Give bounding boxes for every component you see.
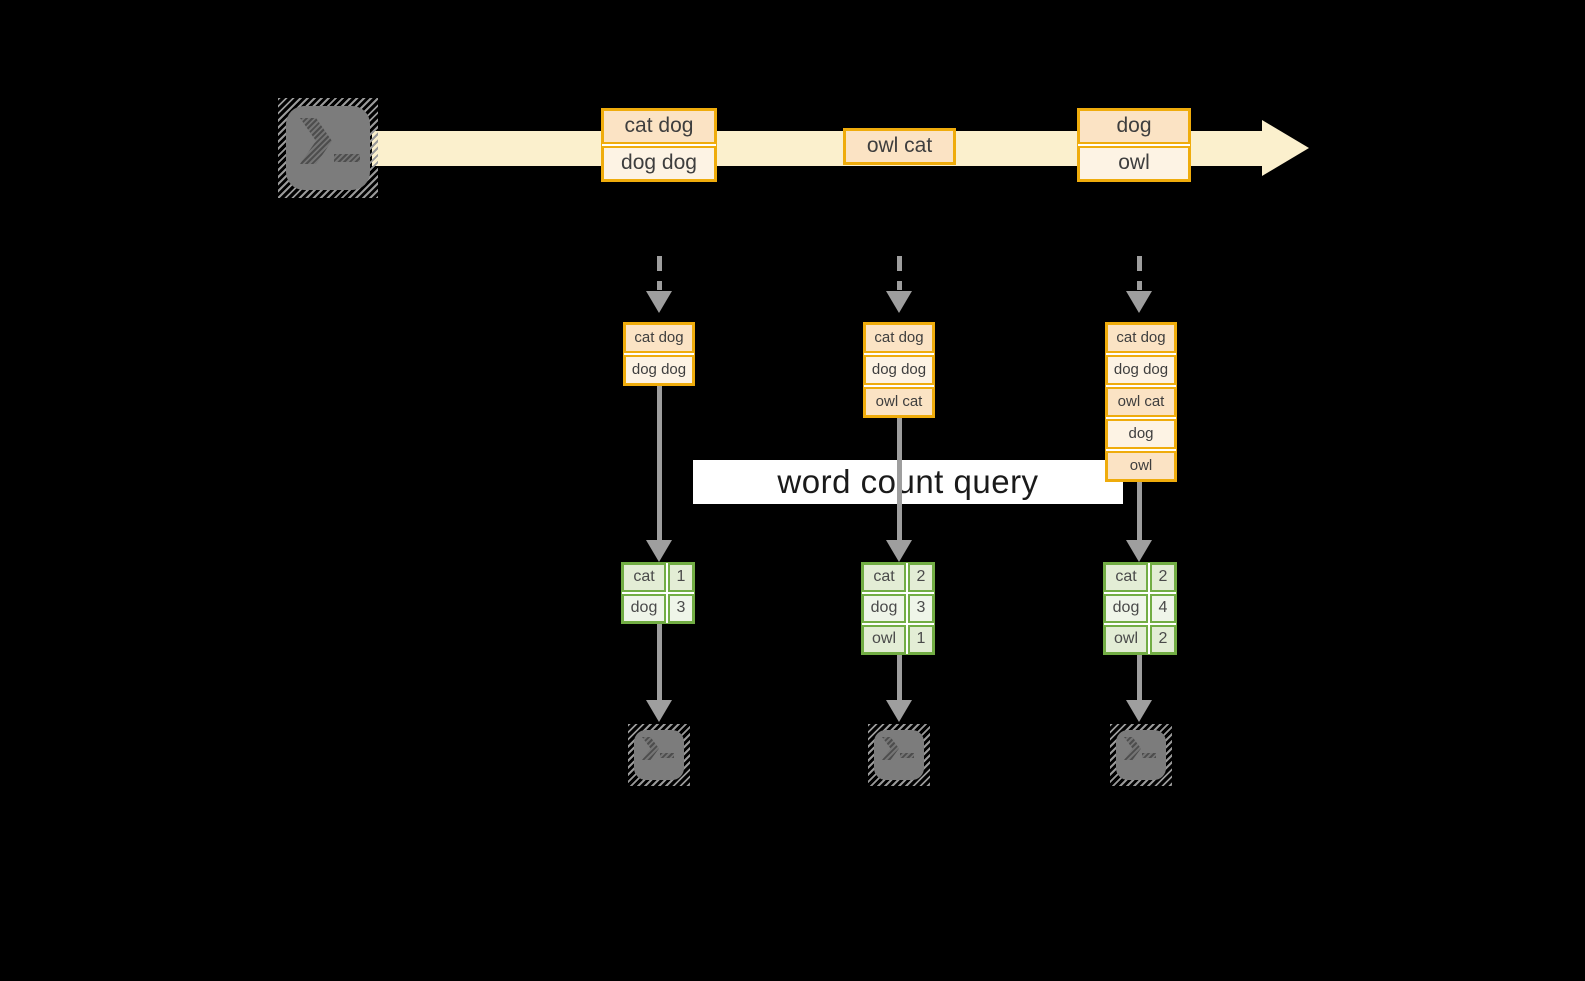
- ingest-arrow-dashed: [1137, 256, 1142, 290]
- query-label-band: word count query: [693, 460, 1123, 504]
- prompt-chevron-icon: [882, 737, 899, 760]
- message-buffer-stack: cat dog dog dog owl cat dog owl: [1105, 322, 1177, 482]
- sink-terminal-icon: [628, 724, 690, 786]
- stream-message-box: cat dog dog dog: [601, 108, 717, 182]
- word-cell: cat: [622, 563, 666, 592]
- message-cell: owl cat: [844, 129, 955, 164]
- prompt-chevron-icon: [300, 118, 332, 164]
- message-buffer-stack: cat dog dog dog: [623, 322, 695, 386]
- arrowhead-icon: [1126, 291, 1152, 313]
- sink-connector: [897, 655, 902, 700]
- message-cell: cat dog: [602, 109, 716, 144]
- stream-message-box: dog owl: [1077, 108, 1191, 182]
- message-buffer-stack: cat dog dog dog owl cat: [863, 322, 935, 418]
- arrowhead-icon: [886, 291, 912, 313]
- ingest-arrow-dashed: [657, 256, 662, 290]
- sink-connector: [1137, 655, 1142, 700]
- count-cell: 1: [668, 563, 694, 592]
- count-cell: 1: [908, 625, 934, 654]
- terminal-screen: [874, 730, 924, 780]
- terminal-screen: [1116, 730, 1166, 780]
- source-terminal-icon: [278, 98, 378, 198]
- buffer-cell: cat dog: [624, 323, 694, 353]
- prompt-underscore-icon: [660, 753, 674, 758]
- prompt-chevron-icon: [642, 737, 659, 760]
- arrowhead-icon: [886, 540, 912, 562]
- prompt-chevron-icon: [1124, 737, 1141, 760]
- buffer-cell: cat dog: [864, 323, 934, 353]
- query-connector: [897, 418, 902, 540]
- word-cell: dog: [862, 594, 906, 623]
- arrowhead-icon: [646, 700, 672, 722]
- prompt-underscore-icon: [1142, 753, 1156, 758]
- buffer-cell: dog dog: [864, 355, 934, 385]
- word-count-table: cat 1 dog 3: [621, 562, 695, 624]
- message-cell: dog dog: [602, 146, 716, 181]
- buffer-cell: owl cat: [1106, 387, 1176, 417]
- count-cell: 3: [668, 594, 694, 623]
- prompt-underscore-icon: [900, 753, 914, 758]
- terminal-screen: [286, 106, 370, 190]
- count-cell: 2: [1150, 563, 1176, 592]
- message-cell: dog: [1078, 109, 1190, 144]
- buffer-cell: dog dog: [1106, 355, 1176, 385]
- count-cell: 4: [1150, 594, 1176, 623]
- word-cell: dog: [1104, 594, 1148, 623]
- buffer-cell: dog dog: [624, 355, 694, 385]
- stream-arrowhead-icon: [1262, 120, 1309, 176]
- word-cell: owl: [862, 625, 906, 654]
- ingest-arrow-dashed: [897, 256, 902, 290]
- message-cell: owl: [1078, 146, 1190, 181]
- word-cell: dog: [622, 594, 666, 623]
- stream-message-box: owl cat: [843, 128, 956, 165]
- count-cell: 2: [908, 563, 934, 592]
- buffer-cell: owl: [1106, 451, 1176, 481]
- sink-terminal-icon: [868, 724, 930, 786]
- arrowhead-icon: [646, 540, 672, 562]
- buffer-cell: owl cat: [864, 387, 934, 417]
- buffer-cell: cat dog: [1106, 323, 1176, 353]
- word-cell: cat: [862, 563, 906, 592]
- terminal-screen: [634, 730, 684, 780]
- count-cell: 3: [908, 594, 934, 623]
- buffer-cell: dog: [1106, 419, 1176, 449]
- prompt-underscore-icon: [334, 154, 360, 162]
- query-connector: [1137, 482, 1142, 540]
- query-label-text: word count query: [777, 463, 1039, 500]
- word-count-table: cat 2 dog 4 owl 2: [1103, 562, 1177, 655]
- sink-terminal-icon: [1110, 724, 1172, 786]
- word-cell: owl: [1104, 625, 1148, 654]
- sink-connector: [657, 624, 662, 700]
- arrowhead-icon: [886, 700, 912, 722]
- query-connector: [657, 386, 662, 540]
- arrowhead-icon: [1126, 540, 1152, 562]
- word-cell: cat: [1104, 563, 1148, 592]
- arrowhead-icon: [646, 291, 672, 313]
- arrowhead-icon: [1126, 700, 1152, 722]
- word-count-table: cat 2 dog 3 owl 1: [861, 562, 935, 655]
- count-cell: 2: [1150, 625, 1176, 654]
